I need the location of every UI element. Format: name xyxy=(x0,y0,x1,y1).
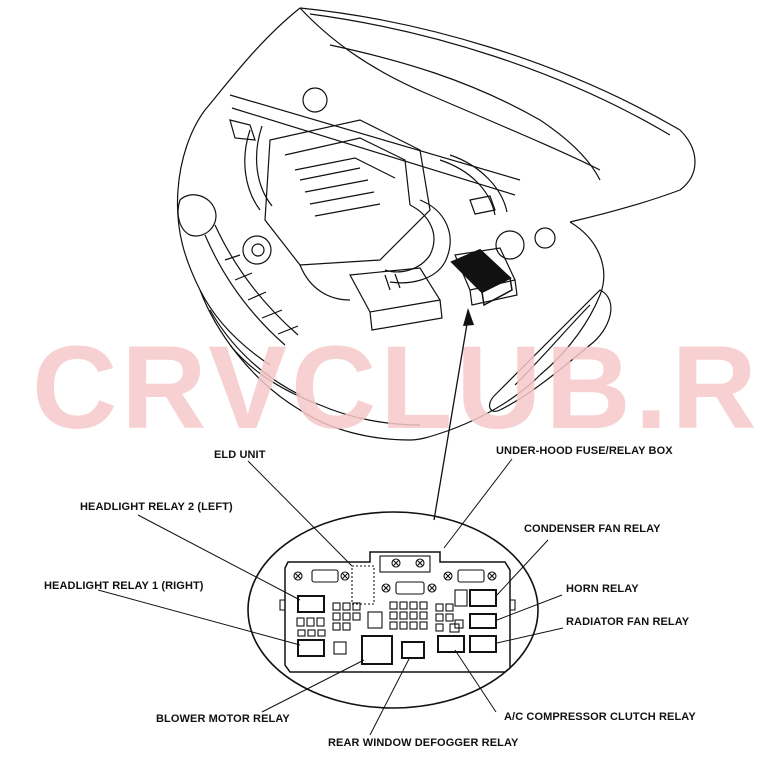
condenser-fan-relay-block xyxy=(469,589,497,607)
label-horn-relay: HORN RELAY xyxy=(566,583,639,595)
headlight-relay-1-block xyxy=(297,639,325,657)
detail-leader-arrow xyxy=(433,308,474,521)
label-radiator-fan-relay: RADIATOR FAN RELAY xyxy=(566,616,690,628)
fuse-relay-box-detail xyxy=(279,551,516,673)
label-eld-unit: ELD UNIT xyxy=(214,449,266,461)
label-ac-compressor-clutch-relay: A/C COMPRESSOR CLUTCH RELAY xyxy=(504,711,696,723)
eld-unit-outline xyxy=(351,565,375,605)
label-blower-motor-relay: BLOWER MOTOR RELAY xyxy=(156,713,290,725)
headlight-relay-2-block xyxy=(297,595,325,613)
blower-motor-relay-block xyxy=(361,635,393,665)
ac-compressor-clutch-relay-block xyxy=(437,635,465,653)
label-condenser-fan-relay: CONDENSER FAN RELAY xyxy=(524,523,661,535)
label-headlight-relay-2: HEADLIGHT RELAY 2 (LEFT) xyxy=(80,501,233,513)
detail-oval xyxy=(247,511,539,709)
watermark-text: CRVCLUB.RU xyxy=(32,322,765,454)
callout-leader-lines xyxy=(97,458,564,736)
label-under-hood-fuse-relay-box: UNDER-HOOD FUSE/RELAY BOX xyxy=(496,445,673,457)
radiator-fan-relay-block xyxy=(469,635,497,653)
horn-relay-block xyxy=(469,613,497,629)
label-headlight-relay-1: HEADLIGHT RELAY 1 (RIGHT) xyxy=(44,580,204,592)
rear-window-defogger-relay-block xyxy=(401,641,425,659)
engine-bay-illustration xyxy=(176,7,696,441)
label-rear-window-defogger-relay: REAR WINDOW DEFOGGER RELAY xyxy=(328,737,519,749)
